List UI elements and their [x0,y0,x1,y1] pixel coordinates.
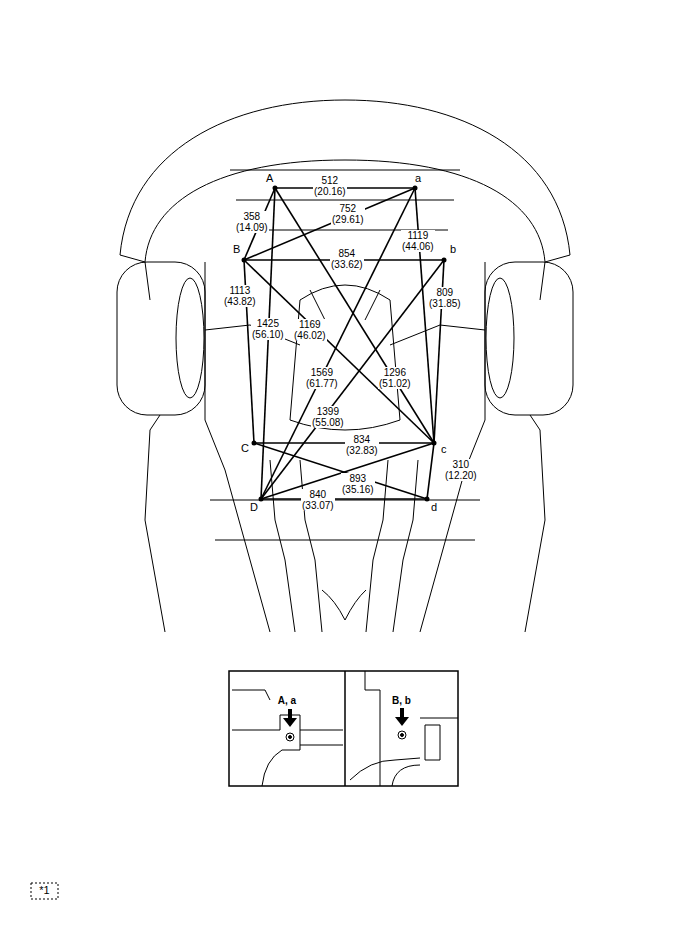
note-tag: *1 [31,883,58,899]
dimension-lines [244,188,444,499]
dimension-value: 840 (33.07) [301,489,335,511]
node-text: B, b [345,695,458,707]
note-frame [31,883,58,899]
node-text: *1 [31,884,58,896]
dimension-value: 1113 (43.82) [223,285,257,307]
dimension-value: 809 (31.85) [428,287,462,309]
point-letter: A [265,173,274,184]
inset-panel: A, a [229,671,345,786]
vehicle-outline [117,100,573,632]
point-letter: B [232,244,241,255]
dimension-value: 1119 (44.06) [401,230,435,252]
inset-details [229,671,458,786]
inset-arrows [283,708,409,727]
dimension-value: 834 (32.83) [345,434,379,456]
dimension-value: 1296 (51.02) [378,367,412,389]
point-letter: d [430,502,438,513]
dimension-value: 1399 (55.08) [311,406,345,428]
dimension-value: 512 (20.16) [313,175,347,197]
dimension-value: 358 (14.09) [235,211,269,233]
point-letter: b [449,244,457,255]
node-text: A, a [229,695,345,707]
measure-points [242,186,447,502]
dimension-value: 752 (29.61) [331,203,365,225]
dimension-value: 310 (12.20) [444,459,478,481]
point-letter: C [240,443,250,454]
dimension-value: 1169 (46.02) [293,319,327,341]
dimension-value: 893 (35.16) [341,473,375,495]
dimension-value: 1425 (56.10) [251,318,285,340]
inset-panel: B, b [345,671,458,786]
point-letter: D [249,502,259,513]
dimension-value: 854 (33.62) [330,248,364,270]
point-letter: a [414,173,422,184]
point-letter: c [440,444,448,455]
dimension-value: 1569 (61.77) [305,367,339,389]
